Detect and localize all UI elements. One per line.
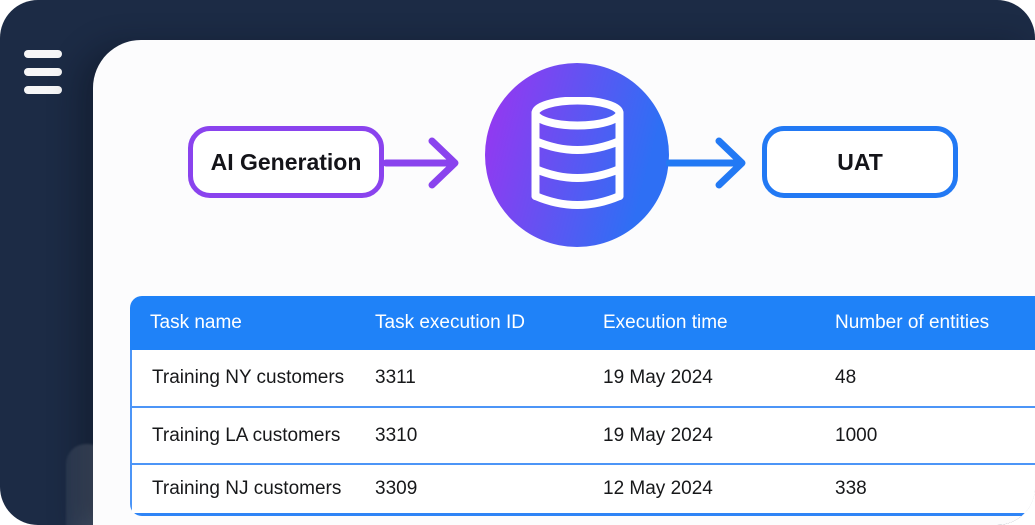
table-body: Training NY customers 3311 19 May 2024 4… [130,350,1035,516]
cell-task-execution-id: 3309 [375,478,418,499]
cell-execution-time: 12 May 2024 [603,478,713,499]
cell-task-name: Training NY customers [152,367,345,388]
cell-execution-time: 19 May 2024 [603,367,713,388]
column-header-task-name: Task name [150,312,242,333]
table-row[interactable]: Training NJ customers 3309 12 May 2024 3… [132,463,1035,513]
flow-node-label: AI Generation [210,148,362,175]
cell-number-of-entities: 338 [835,478,867,499]
menu-button[interactable] [24,50,62,94]
table-header-row: Task name Task execution ID Execution ti… [130,296,1035,350]
cell-number-of-entities: 1000 [835,424,878,446]
flow-node-ai-generation[interactable]: AI Generation [188,126,384,198]
cell-task-execution-id: 3310 [375,424,418,446]
cell-task-execution-id: 3311 [375,367,416,388]
arrow-right-icon [383,137,459,189]
task-table: Task name Task execution ID Execution ti… [130,296,1035,519]
database-node[interactable] [485,63,669,247]
table-row[interactable]: Training NY customers 3311 19 May 2024 4… [132,350,1035,406]
column-header-task-execution-id: Task execution ID [375,312,525,333]
cell-execution-time: 19 May 2024 [603,424,713,446]
database-icon [531,96,623,209]
cell-number-of-entities: 48 [835,367,857,388]
cell-task-name: Training NJ customers [152,478,342,499]
hamburger-menu-icon [24,86,62,94]
hamburger-menu-icon [24,68,62,76]
table-row[interactable]: Training LA customers 3310 19 May 2024 1… [132,406,1035,463]
column-header-execution-time: Execution time [603,312,728,333]
flow-node-uat[interactable]: UAT [762,126,958,198]
cell-task-name: Training LA customers [152,424,341,446]
arrow-right-icon [666,137,746,189]
flow-node-label: UAT [837,148,883,175]
column-header-number-of-entities: Number of entities [835,312,990,333]
content-card: AI Generation [93,40,1035,525]
hamburger-menu-icon [24,50,62,58]
